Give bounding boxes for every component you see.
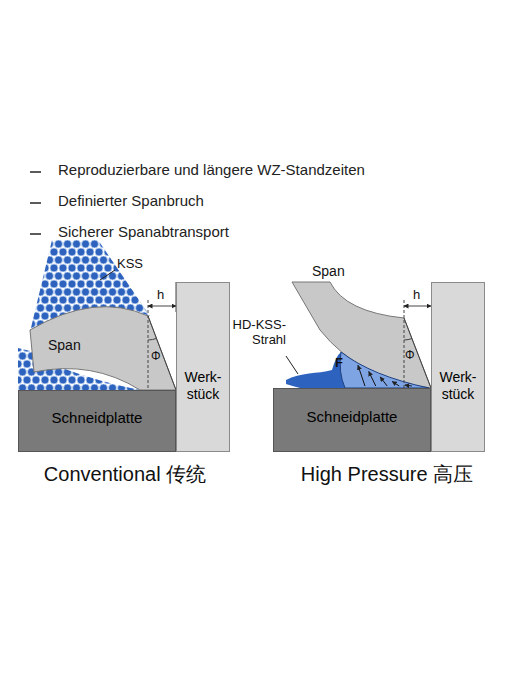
insert-plate: Schneidplatte [273, 388, 431, 452]
node-text: Werk-stück [434, 369, 482, 403]
workpiece-block: Werk-stück [431, 282, 485, 452]
force-label: F [335, 356, 343, 371]
bullet-text: Sicherer Spanabtransport [58, 223, 229, 240]
insert-plate: Schneidplatte [18, 390, 176, 452]
chip [30, 307, 176, 390]
bullet-text: Reproduzierbare und längere WZ-Standzeit… [58, 161, 365, 178]
coolant-label: KSS [117, 257, 143, 272]
bullet-text: Definierter Spanbruch [58, 192, 204, 209]
force-arrow [358, 365, 365, 386]
shear-geometry [404, 300, 431, 388]
leader-line [286, 356, 298, 374]
bullet-dashes [30, 172, 41, 234]
coolant-label: HD-KSS-Strahl [222, 318, 286, 348]
node-text: Werk-stück [179, 369, 227, 403]
force-arrow [369, 372, 376, 387]
node-text: Schneidplatte [307, 408, 398, 426]
node-text: Schneidplatte [52, 409, 143, 427]
pressure-zone [340, 352, 429, 388]
caption-text: High Pressure 高压 [270, 463, 504, 486]
force-arrow [405, 385, 412, 387]
angle-label: Φ [405, 349, 415, 363]
workpiece-block: Werk-stück [176, 282, 230, 452]
dimension-label: h [413, 288, 420, 303]
caption-text: Conventional 传统 [5, 463, 245, 486]
force-arrow [392, 381, 399, 386]
chip-label: Span [48, 337, 81, 353]
dimension-label: h [157, 288, 164, 303]
chip-label: Span [312, 263, 345, 279]
leader-line [100, 270, 115, 280]
shear-geometry [148, 282, 176, 390]
chip [292, 282, 431, 388]
angle-label: Φ [151, 350, 161, 364]
force-arrow [380, 377, 387, 386]
